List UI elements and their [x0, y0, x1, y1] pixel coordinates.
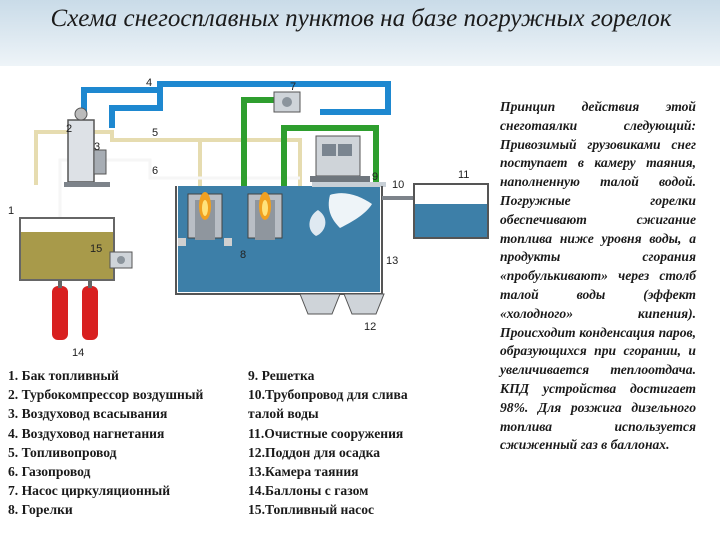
legend-item: 9. Решетка: [248, 368, 315, 383]
legend-item: 13.Камера таяния: [248, 463, 359, 479]
drain-pipe: [382, 196, 422, 200]
legend-item: 14.Баллоны с газом: [248, 483, 369, 499]
legend-item: 15.Топливный насос: [248, 502, 375, 518]
truck-icon: [310, 135, 370, 182]
page-title: Схема снегосплавных пунктов на базе погр…: [50, 5, 672, 32]
callout-1: 1: [8, 205, 14, 217]
legend-item: 5. Топливопровод: [8, 444, 117, 460]
callout-9: 9: [372, 171, 378, 183]
callout-numbers: 1 2 3 4 5 6 7 8 9 10 11 12 13 14 15: [8, 77, 469, 359]
callout-3: 3: [94, 141, 100, 153]
legend-item: 8. Горелки: [8, 502, 73, 518]
treatment-tank-icon: [413, 183, 489, 239]
legend-item: 6. Газопровод: [8, 463, 91, 479]
legend-item: 12.Поддон для осадка: [248, 444, 381, 460]
pump-icon: [273, 91, 301, 113]
principle-description: Принцип действия этой снеготаялки следую…: [500, 99, 696, 453]
legend-item: 3. Воздуховод всасывания: [8, 406, 168, 422]
sediment-tray-icon: [299, 293, 385, 315]
callout-10: 10: [392, 179, 404, 191]
callout-12: 12: [364, 321, 376, 333]
air-ducts: [81, 81, 391, 128]
compressor-icon: [64, 107, 110, 187]
title-bar: Схема снегосплавных пунктов на базе погр…: [0, 0, 720, 66]
legend-item: 2. Турбокомпрессор воздушный: [8, 387, 204, 403]
legend-item: 10.Трубопровод для слива: [248, 387, 408, 403]
legend-left: 1. Бак топливный 2. Турбокомпрессор возд…: [8, 366, 203, 520]
legend-item: 1. Бак топливный: [8, 368, 119, 383]
legend-item: 4. Воздуховод нагнетания: [8, 425, 165, 441]
callout-6: 6: [152, 165, 158, 177]
burner-icon: [178, 192, 283, 246]
legend-item: 7. Насос циркуляционный: [8, 483, 171, 499]
gas-line: [58, 158, 300, 280]
legend-item: талой воды: [248, 406, 319, 422]
callout-14: 14: [72, 347, 84, 359]
callout-15: 15: [90, 243, 102, 255]
callout-2: 2: [66, 123, 72, 135]
callout-11: 11: [458, 169, 469, 181]
fuel-pump-icon: [109, 251, 133, 269]
callout-13: 13: [386, 255, 398, 267]
gas-cylinder-icon: [52, 280, 98, 340]
legend-item: 11.Очистные сооружения: [248, 425, 404, 441]
legend-right: 9. Решетка 10.Трубопровод для слива тало…: [248, 366, 408, 520]
callout-4: 4: [146, 77, 152, 89]
callout-5: 5: [152, 127, 158, 139]
callout-7: 7: [290, 81, 296, 93]
callout-8: 8: [240, 249, 246, 261]
fuel-tank-icon: [19, 217, 115, 281]
schematic-diagram: 1 2 3 4 5 6 7 8 9 10 11 12 13 14 15: [8, 77, 489, 359]
